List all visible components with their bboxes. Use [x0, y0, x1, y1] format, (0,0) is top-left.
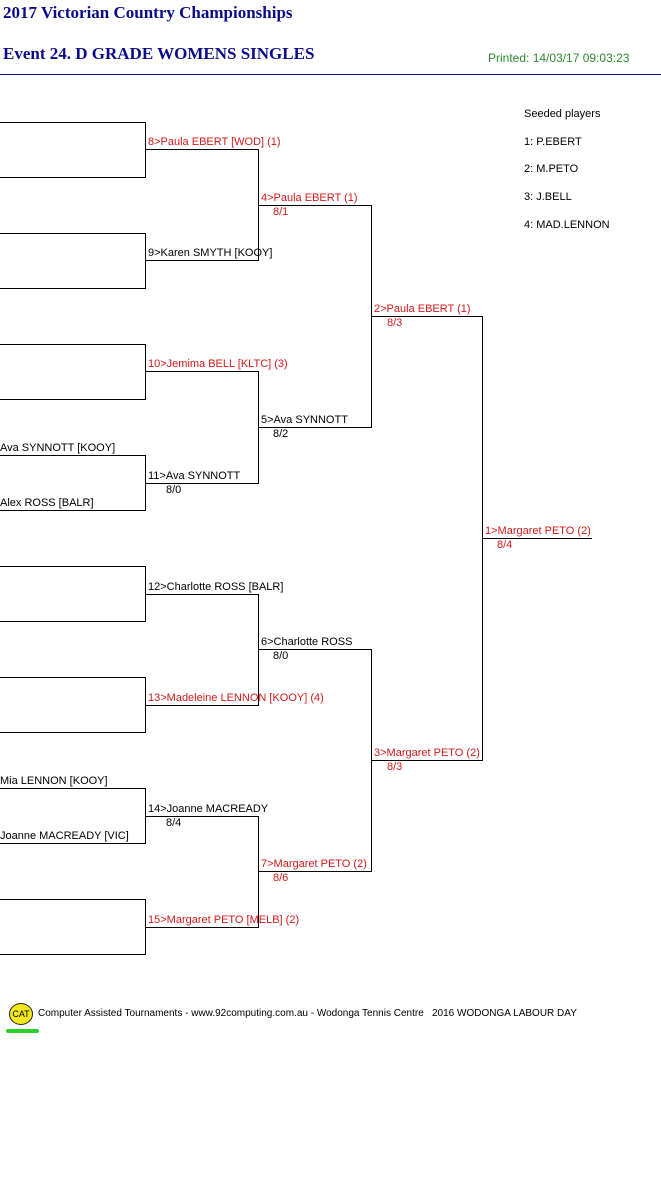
r1-connector [145, 122, 146, 178]
r2-line [146, 705, 259, 706]
r2-line [146, 927, 259, 928]
r4-line [372, 316, 483, 317]
r1-connector [145, 677, 146, 733]
r1-line-bottom [0, 954, 146, 955]
r2-connector [258, 149, 259, 261]
seeded-players-heading: Seeded players [524, 108, 601, 120]
r2-player-name: 8>Paula EBERT [WOD] (1) [148, 136, 281, 148]
r1-connector [145, 455, 146, 511]
r3-line [259, 427, 372, 428]
r3-player-name: 7>Margaret PETO (2) [261, 858, 367, 870]
r1-line-top [0, 344, 146, 345]
seed-entry: 1: P.EBERT [524, 136, 582, 148]
r2-player-name: 10>Jemima BELL [KLTC] (3) [148, 358, 288, 370]
r3-score: 8/6 [273, 872, 289, 884]
seed-entry: 4: MAD.LENNON [524, 219, 610, 231]
r3-line [259, 205, 372, 206]
r1-connector [145, 566, 146, 622]
final-score: 8/4 [497, 539, 513, 551]
event-title: Event 24. D GRADE WOMENS SINGLES [3, 44, 315, 63]
r1-line-top [0, 233, 146, 234]
r1-player-name: Ava SYNNOTT [KOOY] [0, 442, 116, 454]
r1-player-name: Mia LENNON [KOOY] [0, 775, 108, 787]
r3-line [259, 649, 372, 650]
r1-line-top [0, 899, 146, 900]
r1-line-bottom [0, 732, 146, 733]
r2-player-name: 11>Ava SYNNOTT [148, 470, 241, 482]
r1-player-name: Joanne MACREADY [VIC] [0, 830, 129, 842]
r2-line [146, 260, 259, 261]
r3-line [259, 871, 372, 872]
r4-line [372, 760, 483, 761]
r2-score: 8/0 [166, 484, 182, 496]
r2-connector [258, 371, 259, 484]
r4-score: 8/3 [387, 761, 403, 773]
r1-line-top [0, 566, 146, 567]
r1-line-top [0, 788, 146, 789]
r3-connector [371, 205, 372, 428]
seed-entry: 3: J.BELL [524, 191, 572, 203]
champion-name: 1>Margaret PETO (2) [485, 525, 591, 537]
final-line [483, 538, 592, 539]
r2-line [146, 371, 259, 372]
r3-connector [371, 649, 372, 872]
r3-player-name: 6>Charlotte ROSS [261, 636, 353, 648]
r3-score: 8/0 [273, 650, 289, 662]
r1-connector [145, 344, 146, 400]
r1-line-top [0, 455, 146, 456]
r1-line-bottom [0, 177, 146, 178]
r1-line-bottom [0, 288, 146, 289]
r2-player-name: 9>Karen SMYTH [KOOY] [148, 247, 273, 259]
r2-line [146, 149, 259, 150]
r1-connector [145, 788, 146, 844]
r3-player-name: 4>Paula EBERT (1) [261, 192, 358, 204]
r2-player-name: 15>Margaret PETO [MELB] (2) [148, 914, 300, 926]
r1-connector [145, 899, 146, 955]
r2-score: 8/4 [166, 817, 182, 829]
r2-line [146, 483, 259, 484]
printed-timestamp: Printed: 14/03/17 09:03:23 [488, 51, 630, 65]
r4-player-name: 3>Margaret PETO (2) [374, 747, 480, 759]
r4-player-name: 2>Paula EBERT (1) [374, 303, 471, 315]
r2-player-name: 12>Charlotte ROSS [BALR] [148, 581, 284, 593]
r1-line-bottom [0, 621, 146, 622]
r1-line-bottom [0, 843, 146, 844]
footer-credits: Computer Assisted Tournaments - www.92co… [38, 1008, 424, 1019]
r2-connector [258, 594, 259, 706]
header-divider [0, 74, 661, 75]
r4-connector [482, 316, 483, 761]
championship-title: 2017 Victorian Country Championships [3, 3, 293, 22]
r3-player-name: 5>Ava SYNNOTT [261, 414, 348, 426]
r4-score: 8/3 [387, 317, 403, 329]
footer-event: 2016 WODONGA LABOUR DAY [432, 1008, 577, 1019]
r2-player-name: 14>Joanne MACREADY [148, 803, 269, 815]
r2-line [146, 816, 259, 817]
cat-logo: CAT [9, 1003, 33, 1025]
r3-score: 8/2 [273, 428, 289, 440]
r3-score: 8/1 [273, 206, 289, 218]
r1-line-top [0, 122, 146, 123]
seed-entry: 2: M.PETO [524, 163, 579, 175]
r1-line-top [0, 677, 146, 678]
r1-player-name: Alex ROSS [BALR] [0, 497, 94, 509]
r1-line-bottom [0, 510, 146, 511]
r1-line-bottom [0, 399, 146, 400]
cat-logo-underline [6, 1029, 39, 1033]
r1-connector [145, 233, 146, 289]
r2-line [146, 594, 259, 595]
r2-connector [258, 816, 259, 928]
r2-player-name: 13>Madeleine LENNON [KOOY] (4) [148, 692, 324, 704]
